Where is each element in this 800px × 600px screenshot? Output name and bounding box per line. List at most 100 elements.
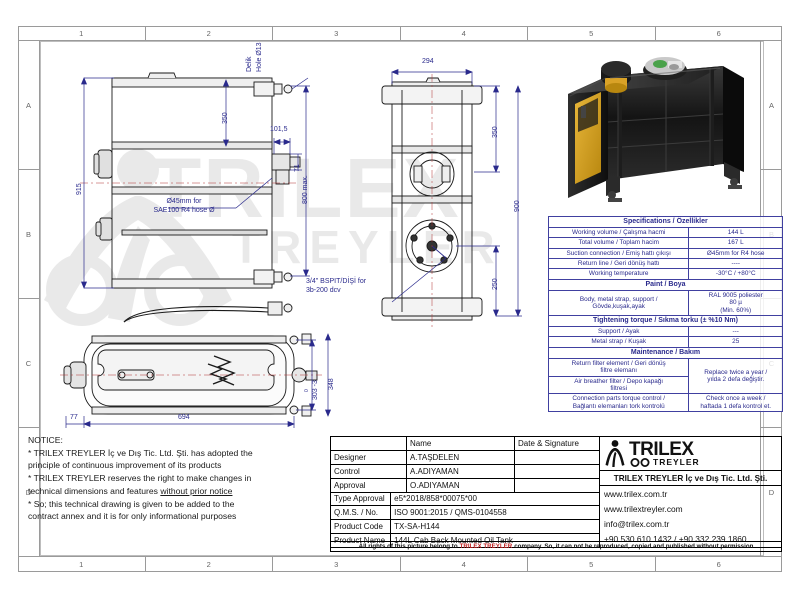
dim-side-upper: 350 [492,126,499,138]
contact-line[interactable]: www.trilextreyler.com [604,503,683,514]
zone-marker: 3 [273,557,401,572]
spec-row: Return line / Geri dönüş hattı---- [547,258,783,270]
notice-line-4-emphasis: without prior notice [160,485,233,496]
title-block-role: Approval [331,478,407,492]
notice-line-6: contract annex and it is for only inform… [28,511,237,522]
zone-marker: C [18,299,39,428]
spec-row-value: -30°C / +80°C [688,268,783,280]
title-block-field-label: Product Name [331,534,392,547]
footer-text-post: company. So, it can not be reproduced, c… [514,543,754,550]
spec-row: Working temperature-30°C / +80°C [547,268,783,280]
spec-row-label: Connection parts torque control / Bağlan… [547,393,690,412]
spec-row-label: Working temperature [547,268,690,280]
spec-row-value: 25 [688,336,783,348]
zone-markers-top: 1 2 3 4 5 6 [18,26,782,41]
spec-row-value: Check once a week / haftada 1 defa kontr… [688,393,783,412]
title-block-row: Q.M.S. / No.ISO 9001:2015 / QMS-0104558 [331,506,599,521]
spec-row-value: 144 L [688,227,783,239]
spec-row: Return filter element / Geri dönüş filtr… [547,357,783,395]
title-block-person: O.ADIYAMAN [407,478,515,492]
zone-marker: 4 [401,557,528,572]
title-block-role: Designer [331,450,407,464]
notice-line-3: * TRILEX TREYLER reserves the right to m… [28,473,252,484]
dim-top-depth: 303 -3 [312,380,319,400]
spec-row-value: RAL 9005 poliester 80 µ (Min. 60%) [688,289,783,316]
title-block-role: Control [331,464,407,478]
title-block-person: A.TAŞDELEN [407,450,515,464]
spec-row-value: --- [688,325,783,338]
title-block-header-date: Date & Signature [518,438,579,448]
spec-section-title: Specifications / Özellikler [548,215,783,229]
note-bspit-port: 3/4" BSPIT/DİŞİ for 3b-200 dcv [306,278,367,294]
dim-total-height: 915 [76,183,83,195]
spec-row: Air breather filter / Depo kapağı filtre… [547,375,783,395]
spec-row-label: Support / Ayak [547,325,690,338]
zone-markers-left: A B C D [18,41,40,556]
spec-row-value: ---- [688,258,783,270]
zone-marker: A [761,41,782,170]
zone-marker: 4 [401,26,528,40]
dim-side-width: 294 [422,58,434,65]
spec-row-value: Ø45mm for R4 hose [688,247,783,260]
trilex-figure-icon [605,439,625,467]
zone-marker: 3 [273,26,401,40]
zone-marker: B [18,170,39,299]
spec-section-title: Tightening torque / Sıkma torku (± %10 N… [548,314,783,328]
note-hole-en: Hole Ø13 [256,42,263,72]
spec-row-label: Total volume / Toplam hacim [547,237,690,249]
contact-line[interactable]: info@trilex.com.tr [604,519,670,530]
note-hole-tr: Delik [246,56,253,72]
side-view-drawing: 294 350 900 250 3/4" BSPIT/DİŞİ for 3b-2… [306,50,550,340]
dim-side-lower: 250 [492,278,499,290]
dim-upper-front: 350 [222,112,229,124]
spec-row-label: Working volume / Çalışma hacmi [547,227,690,239]
spec-section-header: Specifications / Özellikler [548,215,783,229]
zone-marker: 1 [18,557,146,572]
notice-line-5: * So; this technical drawing is given to… [28,498,235,509]
title-block-field-label: Q.M.S. / No. [331,506,392,520]
title-block-field-value: ISO 9001:2015 / QMS-0104558 [394,508,507,518]
wheels-icon [630,457,650,467]
spec-row-label: Air breather filter / Depo kapağı filtre… [547,375,690,395]
notice-line-1: * TRILEX TREYLER İç ve Dış Tic. Ltd. Şti… [28,447,253,458]
company-name: TRILEX TREYLER İç ve Dış Tic. Ltd. Şti. [600,471,781,486]
zone-marker: 1 [18,26,146,40]
zone-markers-bottom: 1 2 3 4 5 6 [18,556,782,572]
front-view-drawing: 915 350 101,5 71 800 max. Ø45mm for SAE1… [40,42,330,340]
spec-row-label: Suction connection / Emiş hattı çıkışı [547,247,690,260]
contact-line[interactable]: +90 530 610 1432 / +90 332 239 1860 [604,534,747,545]
spec-row-label: Return filter element / Geri dönüş filtr… [547,357,690,377]
dim-top-offset: 77 [70,414,78,421]
title-block-header-name: Name [407,437,515,450]
spec-row-label: Body, metal strap, support / Gövde,kuşak… [547,289,690,316]
notice-line-4: technical dimensions and features withou… [28,485,328,498]
title-block-person: A.ADIYAMAN [407,464,515,478]
zone-marker: D [25,487,32,497]
top-view-drawing: 77 694 0 303 -3 348 [56,328,336,433]
title-block-field-value: TX-SA-H144 [394,522,440,532]
title-block-field-label: Product Code [331,520,392,534]
title-block-signature [515,451,599,464]
logo-sub-text: TREYLER [653,457,700,467]
company-contacts: www.trilex.com.tr www.trilextreyler.com in… [600,486,781,547]
tank-3d-render [548,52,786,212]
dim-top-length: 694 [178,414,190,421]
spec-row: Support / Ayak--- [547,325,783,338]
zone-marker: 2 [146,557,273,572]
title-block-company: TRILEX TREYLER TRILEX TREYLER İç ve Dış … [599,437,781,547]
footer-brand: TRILEX TREYLER [459,543,513,550]
contact-line[interactable]: www.trilex.com.tr [604,488,668,499]
notice-line-4-text: technical dimensions and features [28,485,161,496]
dim-top-depth-tolerance: 0 [304,389,310,392]
spec-row: Connection parts torque control / Bağlan… [547,393,783,412]
zone-marker: D [768,487,775,497]
